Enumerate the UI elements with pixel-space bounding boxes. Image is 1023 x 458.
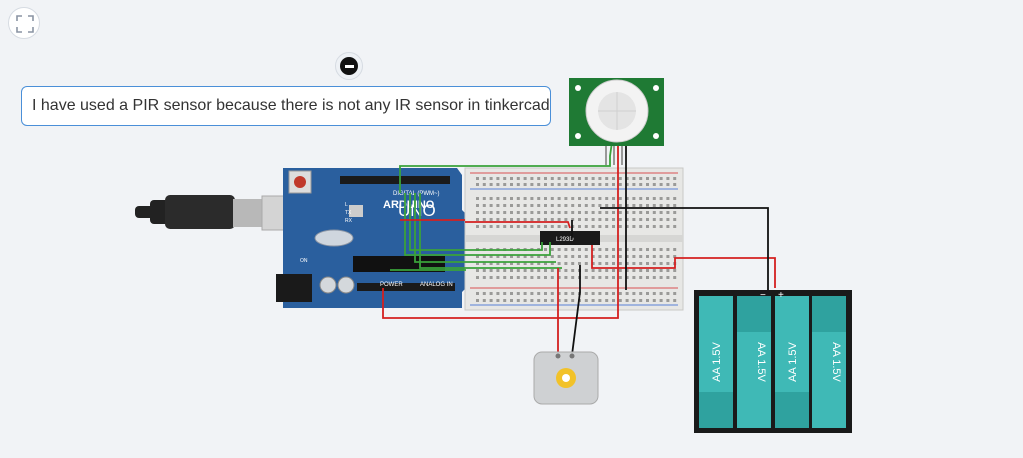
tx-label: TX — [345, 210, 352, 216]
dc-motor[interactable] — [533, 351, 599, 405]
battery-label: AA 1.5V — [755, 342, 767, 382]
sticky-note[interactable]: I have used a PIR sensor because there i… — [21, 86, 551, 126]
usb-cable — [135, 195, 293, 231]
l293d-chip[interactable]: L293D — [540, 231, 600, 245]
chip-label: L293D — [556, 237, 574, 243]
pir-sensor[interactable] — [569, 78, 664, 165]
fit-to-view-icon — [16, 15, 34, 33]
digital-label: DIGITAL (PWM~) — [393, 191, 440, 197]
wire-green-1 — [404, 193, 551, 256]
battery-label: AA 1.5V — [711, 341, 723, 381]
l-label: L — [345, 202, 348, 208]
wire-red-1 — [465, 221, 571, 229]
battery-cell: AA 1.5V — [699, 296, 733, 428]
wire-black-motor — [571, 265, 581, 356]
on-label: ON — [300, 258, 308, 264]
rx-label: RX — [345, 218, 353, 224]
battery-pack[interactable]: AA 1.5V AA 1.5V AA 1.5V AA 1.5V − + — [694, 290, 852, 433]
wire-red-battery — [591, 245, 776, 288]
battery-label: AA 1.5V — [787, 341, 799, 381]
reset-button[interactable] — [294, 176, 306, 188]
battery-cell: AA 1.5V — [812, 296, 846, 428]
minus-icon — [345, 65, 354, 68]
wires — [382, 141, 776, 356]
battery-label: AA 1.5V — [830, 342, 842, 382]
battery-plus: + — [778, 290, 784, 301]
battery-cell: AA 1.5V — [737, 296, 771, 428]
arduino-brand: ARDUINO — [383, 199, 435, 211]
power-label: POWER — [380, 282, 403, 288]
wire-black-battery — [600, 207, 769, 290]
arduino-uno-board[interactable]: ARDUINO UNO DIGITAL (PWM~) POWER ANALOG … — [276, 168, 470, 308]
analog-label: ANALOG IN — [420, 282, 453, 288]
wire-green-2 — [409, 193, 543, 251]
wire-red-pir — [382, 145, 619, 319]
note-collapse-button[interactable] — [335, 52, 363, 80]
battery-minus: − — [760, 290, 766, 301]
wire-green-pir — [399, 141, 613, 193]
arduino-model: UNO — [398, 201, 436, 220]
wire-green-4 — [419, 193, 562, 269]
wire-green-3 — [414, 193, 556, 263]
battery-cell: AA 1.5V — [775, 296, 809, 428]
fit-to-view-button[interactable] — [8, 7, 40, 39]
